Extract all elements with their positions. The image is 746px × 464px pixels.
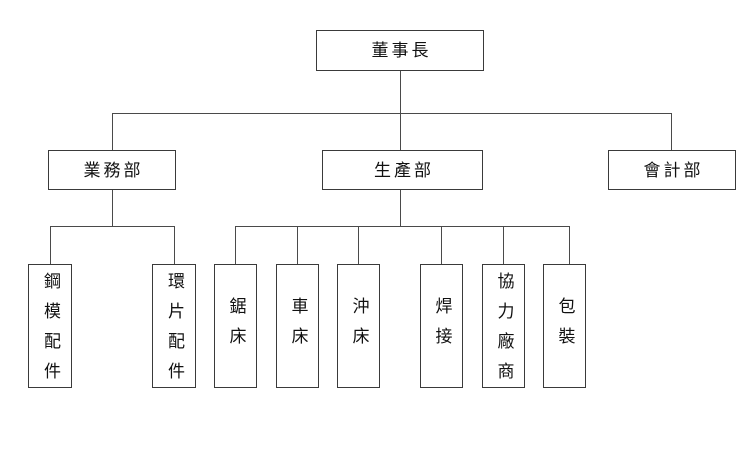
connector-to-punch — [358, 226, 359, 264]
connector-to-ring-plate — [174, 226, 175, 264]
node-sales[interactable]: 業務部 — [48, 150, 176, 190]
node-ring-plate-label: 環片配件 — [165, 272, 184, 392]
node-production-label: 生產部 — [374, 160, 434, 180]
node-accounting-label: 會計部 — [643, 160, 704, 180]
node-steel-mold-label: 鋼模配件 — [41, 272, 60, 392]
node-subcontract[interactable]: 協力廠商 — [482, 264, 525, 392]
connector-to-subcontract — [503, 226, 504, 264]
connector-to-steel-mold — [50, 226, 51, 264]
node-welding[interactable]: 焊接 — [420, 264, 463, 388]
connector-sales-stem — [112, 190, 113, 226]
connector-production-stem — [400, 190, 401, 226]
node-chairman-label: 董事長 — [371, 41, 432, 60]
node-chairman[interactable]: 董事長 — [316, 30, 484, 71]
connector-to-saw — [235, 226, 236, 264]
node-packaging[interactable]: 包裝 — [543, 264, 586, 388]
node-sales-label: 業務部 — [83, 160, 144, 180]
node-welding-label: 焊接 — [432, 297, 452, 357]
node-steel-mold[interactable]: 鋼模配件 — [28, 264, 72, 392]
node-accounting[interactable]: 會計部 — [608, 150, 736, 190]
node-saw-label: 鋸床 — [226, 297, 246, 357]
node-lathe-label: 車床 — [288, 297, 308, 357]
connector-to-welding — [441, 226, 442, 264]
node-packaging-label: 包裝 — [555, 297, 575, 357]
node-punch[interactable]: 沖床 — [337, 264, 380, 388]
node-lathe[interactable]: 車床 — [276, 264, 319, 388]
node-subcontract-label: 協力廠商 — [494, 272, 514, 392]
connector-level2-bus — [112, 113, 671, 114]
node-ring-plate[interactable]: 環片配件 — [152, 264, 196, 392]
connector-chairman-stem — [400, 71, 401, 113]
node-saw[interactable]: 鋸床 — [214, 264, 257, 388]
connector-to-accounting — [671, 113, 672, 150]
connector-sales-bus — [50, 226, 175, 227]
node-punch-label: 沖床 — [349, 297, 369, 357]
connector-to-packaging — [569, 226, 570, 264]
connector-production-bus — [235, 226, 570, 227]
node-production[interactable]: 生產部 — [322, 150, 483, 190]
connector-to-production — [400, 113, 401, 150]
connector-to-lathe — [297, 226, 298, 264]
connector-to-sales — [112, 113, 113, 150]
